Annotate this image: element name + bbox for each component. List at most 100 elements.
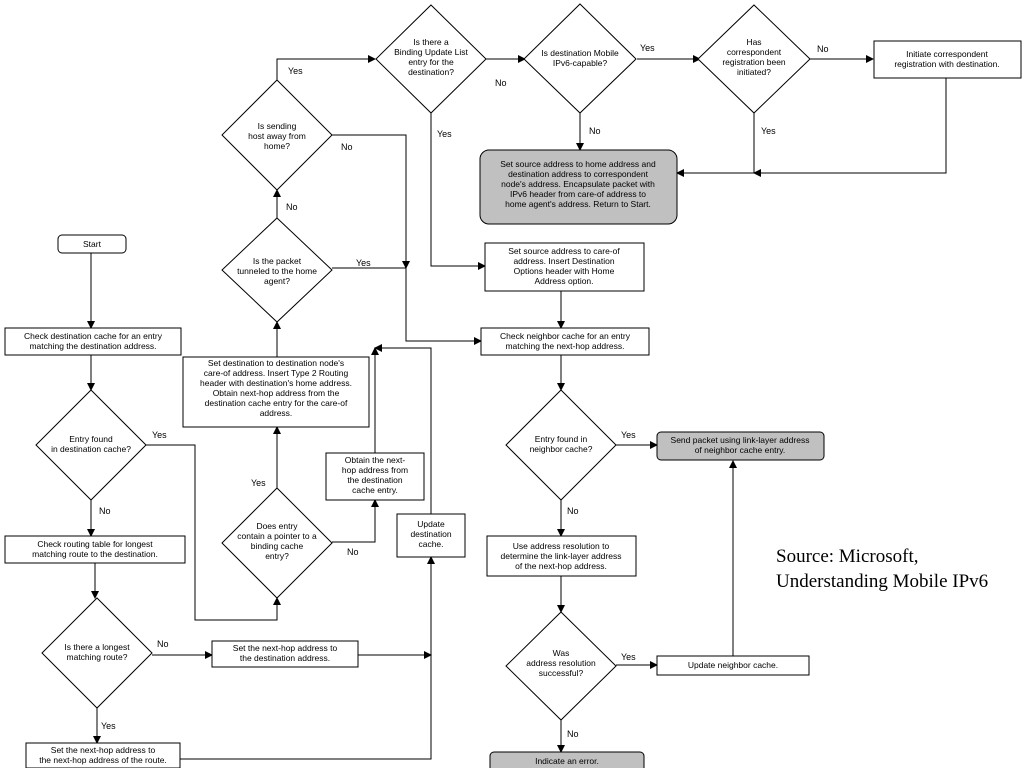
node-text-line: Set destination to destination node's — [208, 358, 344, 368]
node-text-line: neighbor cache? — [530, 444, 593, 454]
edge-label: No — [567, 729, 579, 739]
node-text-line: matching route? — [67, 652, 128, 662]
node-text-line: Was — [553, 648, 570, 658]
start-node: Start — [57, 234, 127, 254]
node-text-line: Is there a longest — [64, 642, 130, 652]
indicate-error-terminal: Indicate an error. — [489, 751, 645, 768]
edge-update-to-set-careof — [374, 344, 432, 514]
edge-binding-no — [332, 499, 379, 543]
node-text: Indicate an error. — [535, 756, 599, 766]
node-text: Update neighbor cache. — [688, 660, 778, 670]
node-text-line: Update — [417, 519, 445, 529]
edge-labels: Yes No No Yes Yes No Yes No Yes No No Ye… — [99, 43, 829, 739]
edge-label: No — [341, 142, 353, 152]
node-text-line: cache entry. — [352, 485, 398, 495]
node-text-line: Use address resolution to — [513, 541, 610, 551]
node-text-line: matching the next-hop address. — [505, 341, 624, 351]
edge-label: Yes — [621, 652, 636, 662]
edge-label: Yes — [640, 43, 655, 53]
node-text-line: Check destination cache for an entry — [24, 331, 163, 341]
node-text-line: binding cache — [251, 541, 304, 551]
node-text-line: the next-hop address of the route. — [39, 755, 167, 765]
node-text-line: the destination address. — [240, 653, 330, 663]
node-text-line: Set source address to home address and — [500, 159, 656, 169]
edge-label: Yes — [761, 126, 776, 136]
node-text-line: IPv6 header from care-of address to — [510, 189, 646, 199]
node-text-line: home agent's address. Return to Start. — [505, 199, 651, 209]
node-text-line: destination? — [408, 67, 454, 77]
node-text-line: Check neighbor cache for an entry — [500, 331, 631, 341]
node-text-line: determine the link-layer address — [501, 551, 622, 561]
edges — [87, 55, 947, 760]
edge-label: Yes — [251, 478, 266, 488]
source-note-line-1: Source: Microsoft, — [776, 546, 919, 567]
node-text-line: address. — [260, 408, 293, 418]
edge-label: No — [347, 547, 359, 557]
node-text-line: Update neighbor cache. — [688, 660, 778, 670]
node-text-line: destination — [410, 529, 451, 539]
node-text-line: tunneled to the home — [237, 266, 317, 276]
node-text-line: home? — [264, 141, 290, 151]
node-text-line: address resolution — [526, 658, 596, 668]
edge-bul-yes — [430, 112, 486, 270]
node-text-line: of neighbor cache entry. — [695, 445, 786, 455]
update-neighbor-cache-step: Update neighbor cache. — [656, 655, 810, 676]
node-text-line: care-of address. Insert Type 2 Routing — [204, 368, 349, 378]
edge-tunneled-yes — [332, 267, 482, 345]
node-text-line: matching route to the destination. — [32, 549, 158, 559]
node-text-line: Send packet using link-layer address — [671, 435, 810, 445]
node-text-line: registration been — [722, 57, 786, 67]
node-text-line: Entry found — [69, 434, 113, 444]
node-text-line: Address option. — [534, 276, 593, 286]
edge-label: No — [157, 639, 169, 649]
edge-label: No — [495, 78, 507, 88]
edge-away-no — [332, 134, 410, 269]
node-text-line: Set the next-hop address to — [51, 745, 156, 755]
edge-label: No — [286, 202, 298, 212]
edge-label: Yes — [621, 430, 636, 440]
node-text-line: Options header with Home — [514, 266, 615, 276]
node-text-line: Set source address to care-of — [508, 246, 620, 256]
edge-label: No — [567, 506, 579, 516]
edge-label: Yes — [152, 430, 167, 440]
node-text-line: address. Insert Destination — [513, 256, 614, 266]
edge-dest-cache-yes — [146, 444, 281, 621]
edge-away-yes — [276, 55, 376, 80]
node-text-line: Indicate an error. — [535, 756, 599, 766]
node-text-line: correspondent — [727, 47, 782, 57]
edge-initiate-to-encap — [753, 78, 947, 177]
edge-label: No — [99, 506, 111, 516]
node-text-line: header with destination's home address. — [200, 378, 352, 388]
